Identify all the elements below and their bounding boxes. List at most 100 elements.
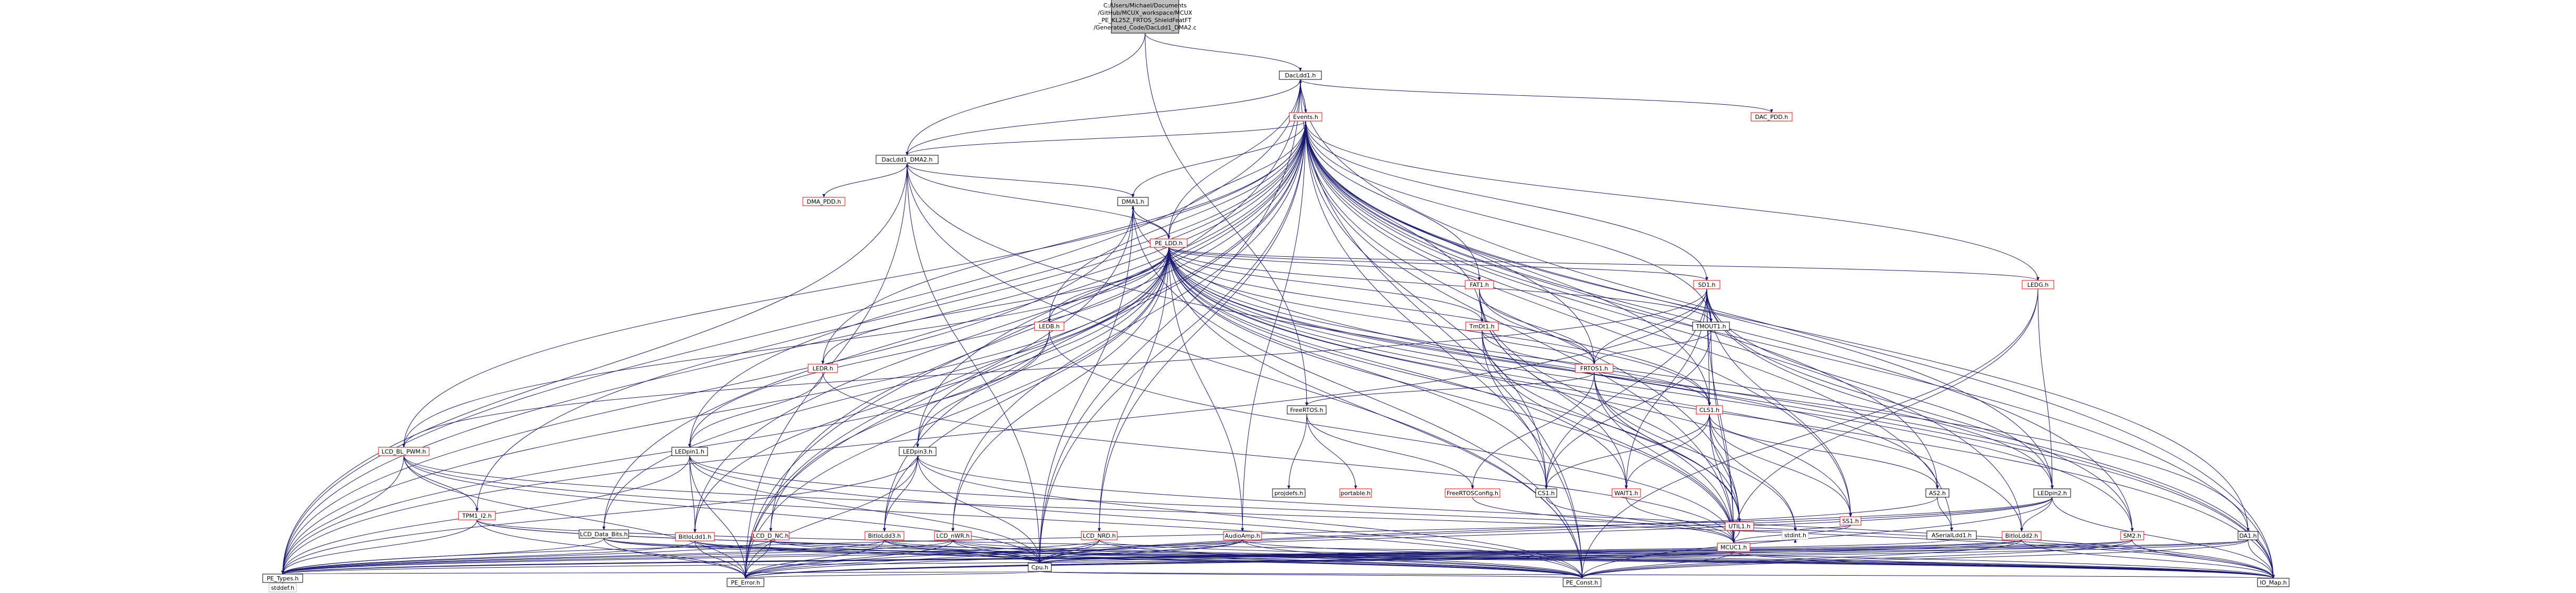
node-box-LEDR: [808, 364, 838, 373]
node-box-BitIoLdd2: [2002, 531, 2042, 540]
node-projdefs[interactable]: projdefs.h: [1272, 488, 1306, 498]
node-LEDpin2[interactable]: LEDpin2.h: [2033, 488, 2071, 498]
node-DacLdd1DMA2[interactable]: DacLdd1_DMA2.h: [876, 155, 939, 164]
node-box-LEDpin3: [899, 447, 937, 456]
node-LCD_BL_PWM[interactable]: LCD_BL_PWM.h: [378, 447, 430, 456]
node-box-BitIoLdd3: [864, 531, 904, 540]
node-TmDt1[interactable]: TmDt1.h: [1465, 321, 1499, 331]
root-title-line-2: _PE_KL25Z_FRTOS_ShieldFeatFT: [1098, 17, 1191, 24]
node-label-AS2: AS2.h: [1929, 490, 1946, 497]
node-label-SM2: SM2.h: [2123, 532, 2141, 539]
edge-Cpu-to-PE_Const: [1039, 571, 1583, 579]
node-FAT1[interactable]: FAT1.h: [1465, 280, 1494, 289]
node-box-LCD_Data_Bits: [579, 529, 629, 539]
node-DMA_PDD[interactable]: DMA_PDD.h: [802, 197, 846, 206]
edge-DacLdd1DMA2-to-Cpu: [907, 163, 1041, 564]
node-box-DAC_PDD: [1751, 112, 1793, 122]
edge-Events-to-BitIoLdd1: [693, 120, 1306, 533]
node-CLS1[interactable]: CLS1.h: [1696, 405, 1723, 415]
node-label-PE_Const: PE_Const.h: [1566, 579, 1598, 586]
node-WAIT1[interactable]: WAIT1.h: [1612, 488, 1641, 498]
edge-LEDR-to-LEDpin1: [688, 372, 823, 448]
edge-Events-to-DA1: [1305, 120, 2250, 532]
node-AudioAmp[interactable]: AudioAmp.h: [1223, 531, 1262, 540]
node-LEDpin3[interactable]: LEDpin3.h: [899, 447, 937, 456]
node-AS2[interactable]: AS2.h: [1925, 488, 1950, 498]
edge-LCD_D_NC-to-PE_Types: [281, 539, 771, 575]
node-LCD_nWR[interactable]: LCD_nWR.h: [934, 531, 972, 540]
edge-LEDpin3-to-PE_Error: [744, 455, 918, 579]
node-TMOUT1[interactable]: TMOUT1.h: [1692, 321, 1730, 331]
node-label-AudioAmp: AudioAmp.h: [1225, 532, 1260, 539]
node-portable[interactable]: portable.h: [1339, 488, 1372, 498]
node-LEDB[interactable]: LEDB.h: [1034, 321, 1065, 331]
node-stddef[interactable]: stddef.h: [268, 583, 297, 592]
node-MCUC1[interactable]: MCUC1.h: [1717, 542, 1751, 552]
node-box-LEDpin1: [671, 447, 708, 456]
node-box-MCUC1: [1717, 542, 1751, 552]
node-TPM1_I2[interactable]: TPM1_I2.h: [458, 511, 496, 520]
node-label-FRTOS1: FRTOS1.h: [1580, 365, 1608, 372]
node-BitIoLdd2[interactable]: BitIoLdd2.h: [2002, 531, 2042, 540]
node-CS1[interactable]: CS1.h: [1535, 488, 1557, 498]
edge-PE_LDD-to-LEDG: [1168, 247, 2040, 281]
edge-Events-to-CS1: [1305, 120, 1548, 489]
edge-Events-to-TmDt1: [1305, 120, 1484, 323]
node-box-ASerialLdd1: [1926, 530, 1977, 540]
node-PE_Types[interactable]: PE_Types.h: [262, 574, 303, 583]
edge-LCD_NRD-to-IO_Map: [1099, 539, 2275, 579]
edge-DacLdd1DMA2-to-DMA1: [907, 163, 1135, 198]
node-stdint[interactable]: stdint.h: [1782, 530, 1809, 540]
edge-PE_LDD-to-UTIL1: [1168, 247, 1741, 522]
edge-AS2-to-ASerialLdd1: [1937, 497, 1953, 531]
node-DMA1[interactable]: DMA1.h: [1117, 197, 1149, 206]
node-FRTOS1[interactable]: FRTOS1.h: [1575, 364, 1614, 373]
node-label-SS1: SS1.h: [1842, 518, 1858, 525]
node-box-PE_Const: [1563, 578, 1602, 587]
node-label-Cpu: Cpu.h: [1031, 564, 1048, 571]
node-label-DMA_PDD: DMA_PDD.h: [807, 198, 841, 205]
edge-LCD_NRD-to-PE_Const: [1099, 539, 1584, 579]
node-LEDG[interactable]: LEDG.h: [2022, 280, 2054, 289]
edge-SD1-to-IO_Map: [1706, 288, 2275, 579]
node-FreeRTOS[interactable]: FreeRTOS.h: [1287, 405, 1327, 415]
node-DA1[interactable]: DA1.h: [2237, 531, 2259, 540]
node-Events[interactable]: Events.h: [1289, 112, 1322, 122]
node-BitIoLdd1[interactable]: BitIoLdd1.h: [675, 532, 715, 541]
node-PE_LDD[interactable]: PE_LDD.h: [1150, 238, 1188, 248]
node-box-SD1: [1693, 280, 1720, 289]
node-DAC_PDD[interactable]: DAC_PDD.h: [1751, 112, 1793, 122]
edge-TMOUT1-to-CS1: [1545, 330, 1712, 489]
node-PE_Const[interactable]: PE_Const.h: [1563, 578, 1602, 587]
node-PE_Error[interactable]: PE_Error.h: [727, 578, 764, 587]
edge-LEDpin3-to-Cpu: [917, 455, 1041, 564]
node-SS1[interactable]: SS1.h: [1839, 516, 1862, 526]
node-DacLdd1[interactable]: DacLdd1.h: [1279, 71, 1322, 80]
edge-SM2-to-IO_Map: [2132, 539, 2275, 579]
node-IO_Map[interactable]: IO_Map.h: [2257, 578, 2290, 587]
node-label-DacLdd1: DacLdd1.h: [1285, 72, 1316, 79]
node-LCD_NRD[interactable]: LCD_NRD.h: [1081, 531, 1118, 540]
edge-DA1-to-PE_Error: [744, 539, 2249, 579]
node-LCD_D_NC[interactable]: LCD_D_NC.h: [752, 531, 790, 540]
node-BitIoLdd3[interactable]: BitIoLdd3.h: [864, 531, 904, 540]
node-LCD_Data_Bits[interactable]: LCD_Data_Bits.h: [579, 529, 629, 539]
node-ASerialLdd1[interactable]: ASerialLdd1.h: [1926, 530, 1977, 540]
node-UTIL1[interactable]: UTIL1.h: [1725, 521, 1754, 531]
node-label-LCD_D_NC: LCD_D_NC.h: [753, 532, 789, 539]
node-box-LCD_NRD: [1081, 531, 1118, 540]
edge-Cpu-to-IO_Map: [1039, 571, 2274, 579]
node-LEDpin1[interactable]: LEDpin1.h: [671, 447, 708, 456]
edge-LCD_BL_PWM-to-PE_Types: [281, 455, 404, 575]
node-SD1[interactable]: SD1.h: [1693, 280, 1720, 289]
edge-DacLdd1DMA2-to-PE_Types: [281, 163, 908, 575]
edge-PE_LDD-to-AudioAmp: [1168, 247, 1244, 532]
node-label-projdefs: projdefs.h: [1275, 490, 1304, 497]
node-Cpu[interactable]: Cpu.h: [1028, 562, 1052, 572]
edge-LEDpin3-to-BitIoLdd3: [883, 455, 918, 532]
node-LEDR[interactable]: LEDR.h: [808, 364, 838, 373]
node-FreeRTOSConfig[interactable]: FreeRTOSConfig.h: [1445, 488, 1500, 498]
node-SM2[interactable]: SM2.h: [2120, 531, 2144, 540]
node-box-FRTOS1: [1575, 364, 1614, 373]
